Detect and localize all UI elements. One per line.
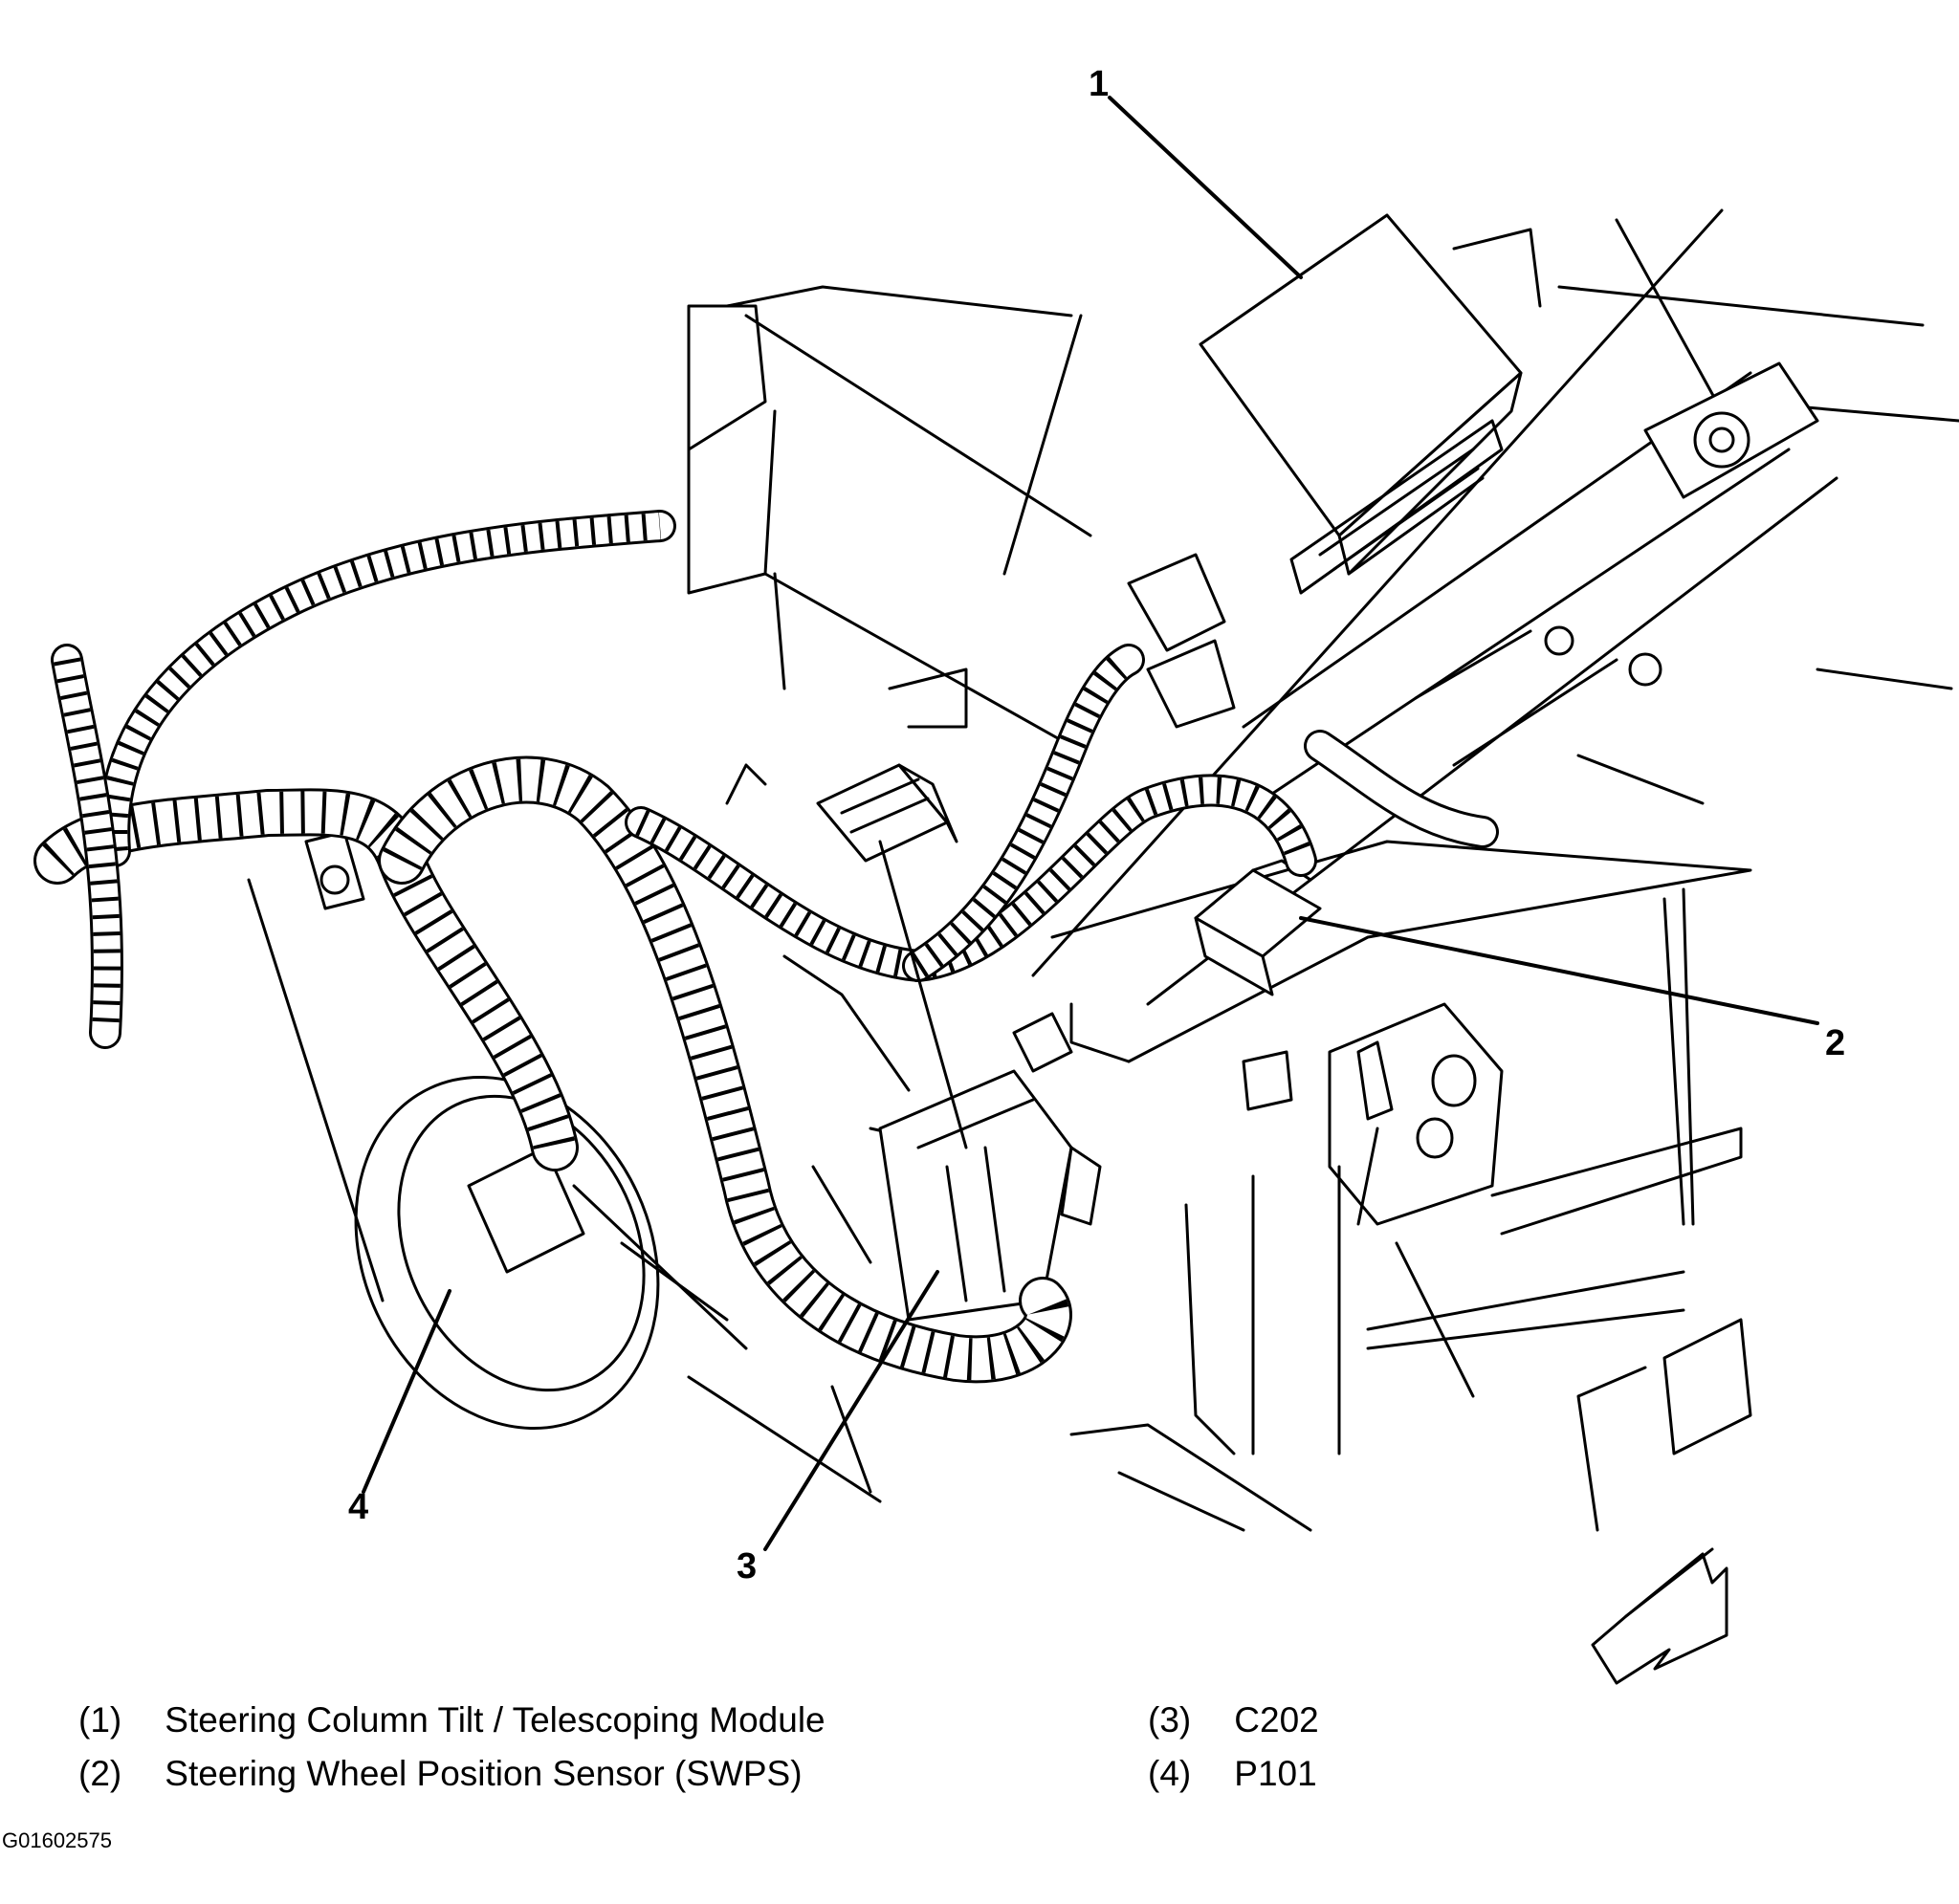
- legend-item-2: (2) Steering Wheel Position Sensor (SWPS…: [78, 1754, 803, 1794]
- callout-3: 3: [737, 1546, 757, 1587]
- front-direction-arrow-icon: [1591, 1547, 1728, 1685]
- legend-item-4: (4) P101: [1148, 1754, 1317, 1794]
- lower-bracket: [1050, 840, 1752, 1532]
- legend-item-1: (1) Steering Column Tilt / Telescoping M…: [78, 1700, 825, 1740]
- swps-sensor: [1194, 859, 1322, 996]
- legend-number: (2): [78, 1754, 122, 1793]
- legend-text: C202: [1234, 1700, 1319, 1740]
- center-connector: [816, 553, 1236, 863]
- legend-number: (1): [78, 1700, 122, 1740]
- callout-1: 1: [1089, 64, 1109, 104]
- callout-2: 2: [1825, 1023, 1845, 1063]
- leader-lines: [362, 96, 1819, 1551]
- callout-4: 4: [348, 1487, 368, 1527]
- figure-id: G01602575: [2, 1828, 112, 1852]
- legend-number: (3): [1148, 1700, 1192, 1740]
- wire-harness: [33, 510, 1499, 1384]
- legend-number: (4): [1148, 1754, 1192, 1793]
- legend-item-3: (3) C202: [1148, 1700, 1319, 1740]
- p101-grommet: [304, 830, 660, 1430]
- tilt-telescoping-module: [1199, 213, 1542, 595]
- legend-text: P101: [1234, 1754, 1317, 1793]
- c202-connector: [878, 1012, 1102, 1322]
- legend-text: Steering Wheel Position Sensor (SWPS): [165, 1754, 803, 1793]
- legend-text: Steering Column Tilt / Telescoping Modul…: [165, 1700, 825, 1740]
